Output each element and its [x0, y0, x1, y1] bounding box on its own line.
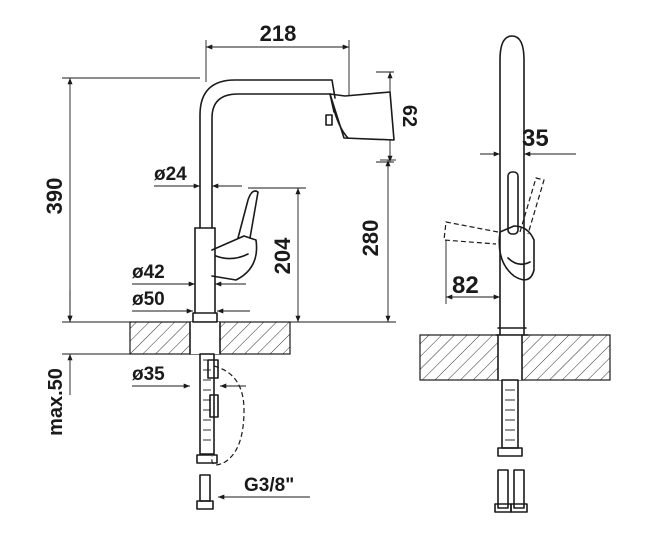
dimension-dia-50: ø50	[132, 289, 250, 314]
dimension-218: 218	[205, 21, 350, 96]
dimension-dia-42: ø42	[132, 262, 246, 287]
label-280: 280	[358, 220, 383, 257]
label-dia-24: ø24	[154, 164, 187, 185]
label-dia-50: ø50	[132, 289, 165, 310]
thread-callout: G3/8"	[218, 475, 310, 500]
dimension-390: 390	[42, 77, 200, 323]
label-62: 62	[398, 105, 420, 127]
label-82: 82	[452, 272, 479, 299]
dimension-62: 62	[376, 71, 420, 163]
front-view: 218 390 62 280 204	[42, 21, 420, 510]
faucet-body-side	[443, 35, 545, 336]
label-dia-35: ø35	[132, 364, 165, 385]
label-390: 390	[42, 178, 67, 215]
dimension-280: 280	[290, 159, 396, 323]
shank-and-hoses	[196, 353, 245, 510]
dimension-dia-35: ø35	[132, 364, 246, 389]
label-218: 218	[260, 21, 297, 46]
dimension-204: 204	[248, 187, 306, 322]
dimension-dia-24: ø24	[154, 164, 242, 189]
side-view: 35 82	[419, 35, 611, 513]
label-thread: G3/8"	[244, 475, 294, 496]
label-35: 35	[522, 125, 549, 152]
dimension-max-50: max.50	[45, 290, 130, 436]
shank-side	[494, 379, 528, 513]
faucet-body-front	[192, 79, 395, 323]
label-204: 204	[270, 237, 295, 274]
dimension-35: 35	[480, 125, 576, 157]
dimension-82: 82	[445, 240, 500, 304]
label-dia-42: ø42	[132, 262, 165, 283]
label-max-50: max.50	[45, 368, 67, 436]
